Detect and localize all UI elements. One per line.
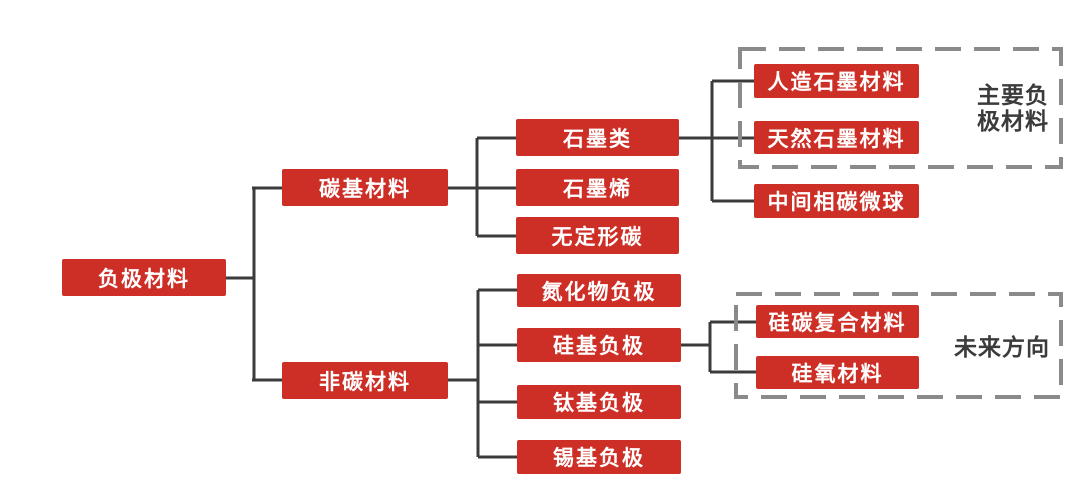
node-natural-graphite: 天然石墨材料 bbox=[754, 121, 919, 154]
node-titanium-based-anode: 钛基负极 bbox=[517, 385, 681, 419]
node-nitride-anode: 氮化物负极 bbox=[517, 274, 681, 307]
node-artificial-graphite: 人造石墨材料 bbox=[754, 64, 919, 98]
connector-silicon bbox=[681, 320, 756, 374]
connector-carbon bbox=[448, 136, 516, 238]
connector-noncarbon bbox=[448, 288, 517, 459]
node-graphite-class: 石墨类 bbox=[516, 119, 679, 156]
node-carbon-based-materials: 碳基材料 bbox=[282, 169, 448, 206]
node-silicon-carbon-composite: 硅碳复合材料 bbox=[756, 305, 919, 338]
connector-graphite bbox=[679, 79, 754, 203]
group-label-future-direction: 未来方向 bbox=[954, 334, 1050, 360]
node-amorphous-carbon: 无定形碳 bbox=[516, 217, 679, 254]
connector-root bbox=[226, 186, 282, 382]
node-tin-based-anode: 锡基负极 bbox=[517, 440, 681, 474]
node-mesocarbon-microbeads: 中间相碳微球 bbox=[754, 184, 919, 218]
node-silicon-oxide: 硅氧材料 bbox=[756, 356, 919, 389]
group-label-main-anode-materials: 主要负极材料 bbox=[977, 82, 1049, 134]
group-box-future-direction bbox=[734, 292, 1063, 399]
node-non-carbon-materials: 非碳材料 bbox=[282, 362, 448, 399]
node-silicon-based-anode: 硅基负极 bbox=[517, 328, 681, 362]
node-anode-materials: 负极材料 bbox=[62, 259, 226, 296]
node-graphene: 石墨烯 bbox=[516, 169, 679, 206]
group-box-main-anode-materials bbox=[738, 47, 1063, 169]
